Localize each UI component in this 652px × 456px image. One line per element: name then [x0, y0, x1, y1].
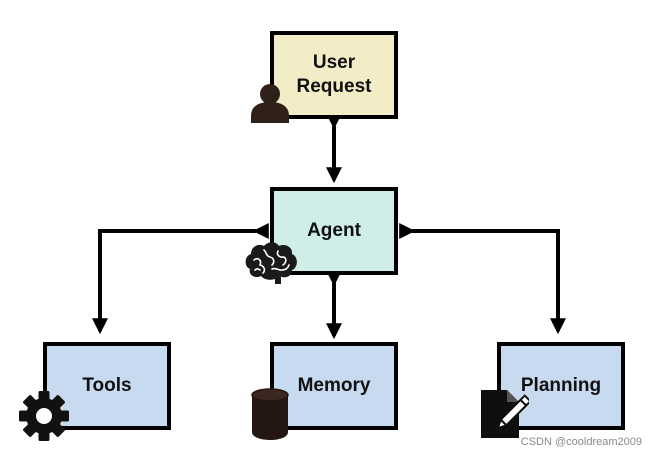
arrow-agent-planning [399, 223, 566, 335]
tools-label: Tools [82, 375, 132, 396]
database-icon [251, 388, 289, 440]
gear-icon [19, 391, 69, 441]
agent-label: Agent [307, 220, 361, 241]
document-pencil-icon [481, 390, 529, 438]
person-icon [251, 84, 289, 123]
planning-label: Planning [520, 375, 602, 396]
user-request-label: User Request [296, 52, 372, 97]
tools-node: Tools [43, 342, 171, 430]
user-request-node: User Request [270, 31, 398, 119]
memory-label: Memory [297, 375, 371, 396]
brain-icon [245, 242, 297, 284]
arrow-agent-tools [92, 223, 269, 335]
watermark: CSDN @cooldream2009 [520, 436, 642, 448]
memory-node: Memory [270, 342, 398, 430]
